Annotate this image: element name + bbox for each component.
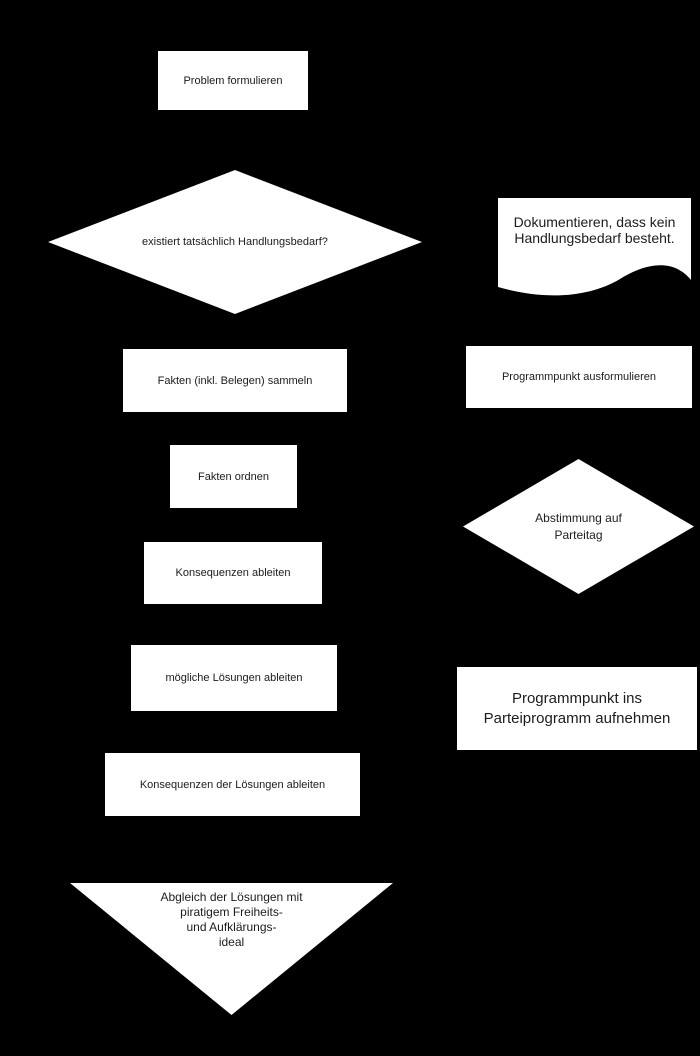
node-problem-formulieren: Problem formulieren bbox=[158, 51, 308, 110]
decision-handlungsbedarf-label: existiert tatsächlich Handlungsbedarf? bbox=[142, 236, 328, 248]
node-programmpunkt-ausformulieren-label: Programmpunkt ausformulieren bbox=[501, 371, 657, 383]
node-abgleich-ideal-label: Abgleich der Lösungen mit piratigem Frei… bbox=[160, 890, 303, 949]
node-konsequenzen-ableiten: Konsequenzen ableiten bbox=[144, 542, 322, 604]
node-fakten-sammeln: Fakten (inkl. Belegen) sammeln bbox=[123, 349, 347, 412]
node-fakten-ordnen-label: Fakten ordnen bbox=[198, 470, 269, 483]
node-programmpunkt-ausformulieren: Programmpunkt ausformulieren bbox=[466, 346, 692, 408]
decision-abstimmung-parteitag-label: Abstimmung auf Parteitag bbox=[535, 510, 622, 542]
node-fakten-ordnen: Fakten ordnen bbox=[170, 445, 297, 508]
node-loesungen-ableiten-label: mögliche Lösungen ableiten bbox=[165, 672, 303, 684]
node-programmpunkt-aufnehmen: Programmpunkt ins Parteiprogramm aufnehm… bbox=[457, 667, 697, 750]
node-konsequenzen-ableiten-label: Konsequenzen ableiten bbox=[175, 567, 291, 579]
node-programmpunkt-aufnehmen-label: Programmpunkt ins Parteiprogramm aufnehm… bbox=[483, 689, 671, 727]
node-konsequenzen-der-loesungen: Konsequenzen der Lösungen ableiten bbox=[105, 753, 360, 816]
decision-handlungsbedarf: existiert tatsächlich Handlungsbedarf? bbox=[48, 170, 422, 314]
node-loesungen-ableiten: mögliche Lösungen ableiten bbox=[131, 645, 337, 711]
node-dokumentieren-label: Dokumentieren, dass kein Handlungsbedarf… bbox=[513, 214, 676, 246]
node-abgleich-ideal: Abgleich der Lösungen mit piratigem Frei… bbox=[70, 883, 393, 1015]
document-shape bbox=[498, 198, 691, 296]
node-konsequenzen-der-loesungen-label: Konsequenzen der Lösungen ableiten bbox=[139, 778, 326, 791]
decision-abstimmung-parteitag: Abstimmung auf Parteitag bbox=[463, 459, 694, 594]
node-problem-formulieren-label: Problem formulieren bbox=[183, 74, 283, 87]
node-dokumentieren: Dokumentieren, dass kein Handlungsbedarf… bbox=[498, 198, 691, 300]
node-fakten-sammeln-label: Fakten (inkl. Belegen) sammeln bbox=[157, 374, 313, 387]
